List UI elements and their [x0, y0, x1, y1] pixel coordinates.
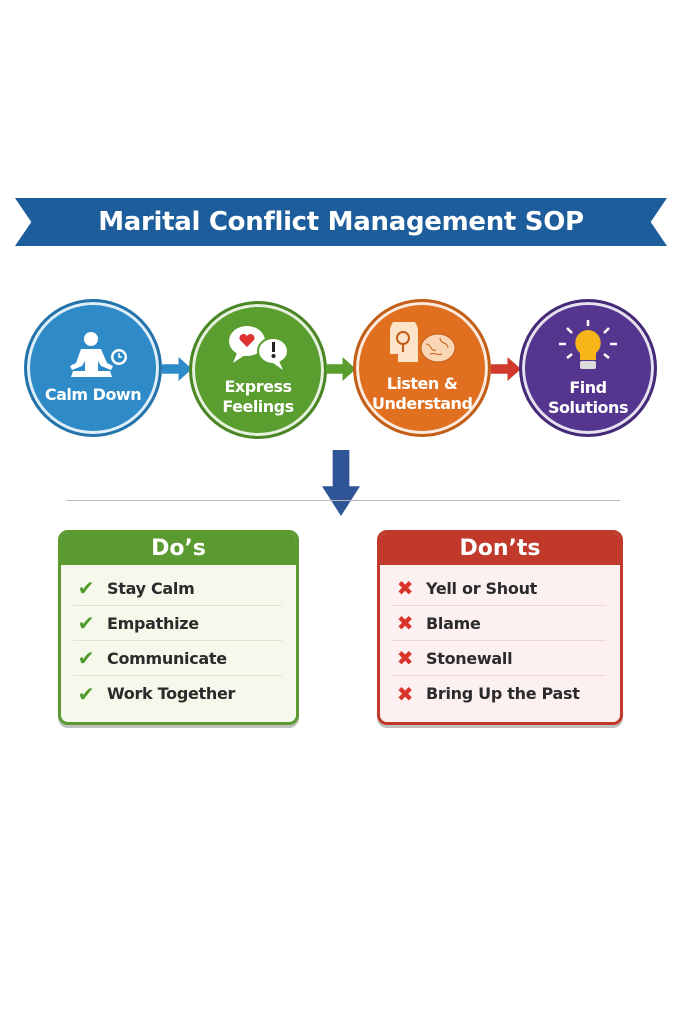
donts-title: Don’ts: [380, 533, 620, 565]
list-item: ✖ Blame: [392, 606, 606, 641]
step-label: Find Solutions: [548, 378, 628, 417]
item-label: Bring Up the Past: [426, 684, 580, 703]
item-label: Communicate: [107, 648, 227, 668]
title-banner: Marital Conflict Management SOP: [15, 198, 667, 246]
step-express-feelings: Express Feelings: [189, 301, 327, 439]
check-icon: ✔: [77, 576, 95, 600]
item-label: Blame: [426, 613, 481, 633]
list-item: ✖ Bring Up the Past: [392, 676, 606, 711]
cross-icon: ✖: [396, 611, 414, 635]
item-label: Stonewall: [426, 648, 513, 668]
divider: [66, 500, 620, 501]
arrow-right-icon: [326, 357, 356, 381]
step-label: Calm Down: [44, 385, 142, 404]
item-label: Yell or Shout: [426, 578, 538, 598]
meditation-timer-icon: [70, 332, 127, 377]
item-label: Empathize: [107, 613, 199, 633]
arrow-right-icon: [491, 357, 521, 381]
head-brain-icon: [390, 322, 456, 363]
step-label: Listen & Understand: [372, 374, 473, 413]
list-item: ✖ Yell or Shout: [392, 571, 606, 606]
arrow-down-icon: [322, 450, 360, 516]
arrow-right-icon: [162, 357, 192, 381]
item-label: Work Together: [107, 684, 236, 703]
list-item: ✔ Stay Calm: [73, 571, 282, 606]
check-icon: ✔: [77, 611, 95, 635]
item-label: Stay Calm: [107, 578, 195, 598]
cross-icon: ✖: [396, 646, 414, 670]
dos-panel: Do’s ✔Stay Calm ✔Empathize ✔Communicate …: [58, 530, 299, 725]
dos-title: Do’s: [61, 533, 296, 565]
cross-icon: ✖: [396, 576, 414, 600]
list-item: ✖ Stonewall: [392, 641, 606, 676]
check-icon: ✔: [77, 681, 95, 706]
step-calm-down: Calm Down: [24, 299, 162, 437]
check-icon: ✔: [77, 646, 95, 670]
list-item: ✔ Work Together: [73, 676, 282, 711]
list-item: ✔ Empathize: [73, 606, 282, 641]
donts-panel: Don’ts ✖Yell or Shout ✖Blame ✖Stonewall …: [377, 530, 623, 725]
cross-icon: ✖: [396, 681, 414, 706]
step-find-solutions: Find Solutions: [519, 299, 657, 437]
step-label: Express Feelings: [222, 377, 294, 416]
step-listen-understand: Listen & Understand: [353, 299, 491, 437]
lightbulb-icon: [559, 320, 617, 369]
list-item: ✔ Communicate: [73, 641, 282, 676]
page-title: Marital Conflict Management SOP: [98, 207, 584, 237]
speech-bubbles-icon: [229, 326, 289, 370]
